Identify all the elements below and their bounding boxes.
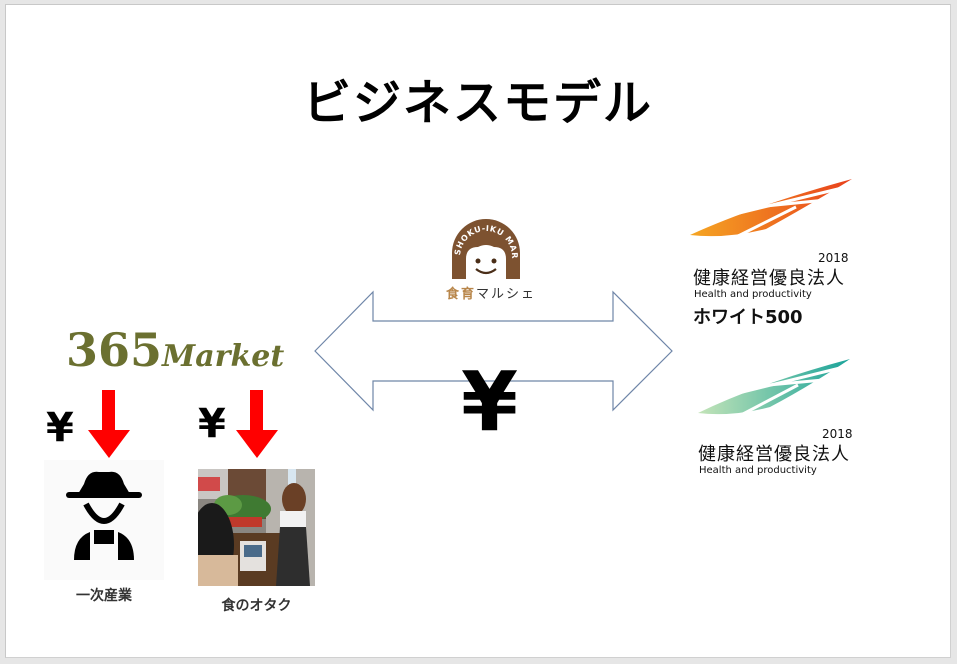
otaku-label: 食のオタク — [221, 598, 292, 614]
food-otaku-photo — [198, 469, 315, 586]
award-subtitle: ホワイト500 — [693, 307, 803, 328]
slide: ビジネスモデル 365Market ¥ ¥ 一次産業 — [5, 4, 951, 658]
365market-logo: 365Market — [66, 323, 284, 377]
health-award-emblem-icon — [697, 359, 850, 429]
yen-icon: ¥ — [198, 401, 226, 447]
award-title-en: Health and productivity — [699, 465, 817, 476]
award-year: 2018 — [822, 427, 853, 441]
award-title-jp: 健康経営優良法人 — [693, 268, 845, 289]
logo-number: 365 — [66, 323, 163, 377]
award-title-jp: 健康経営優良法人 — [698, 444, 850, 465]
yen-icon: ¥ — [46, 405, 74, 451]
farmer-icon — [44, 460, 164, 580]
shokuiku-marche-logo: SHOKU-IKU MARCHE — [446, 213, 520, 279]
red-down-arrow-icon — [236, 390, 278, 458]
award-year: 2018 — [818, 251, 849, 265]
award-title-en: Health and productivity — [694, 289, 812, 300]
bidirectional-arrow-icon — [314, 290, 673, 412]
logo-word: Market — [162, 339, 285, 374]
farmer-label: 一次産業 — [76, 588, 132, 604]
yen-exchange-icon: ¥ — [461, 355, 519, 450]
health-award-white500-emblem-icon — [689, 179, 852, 251]
page-title: ビジネスモデル — [302, 75, 653, 131]
red-down-arrow-icon — [88, 390, 130, 458]
shokuiku-marche-name: 食育マルシェ — [446, 287, 537, 302]
